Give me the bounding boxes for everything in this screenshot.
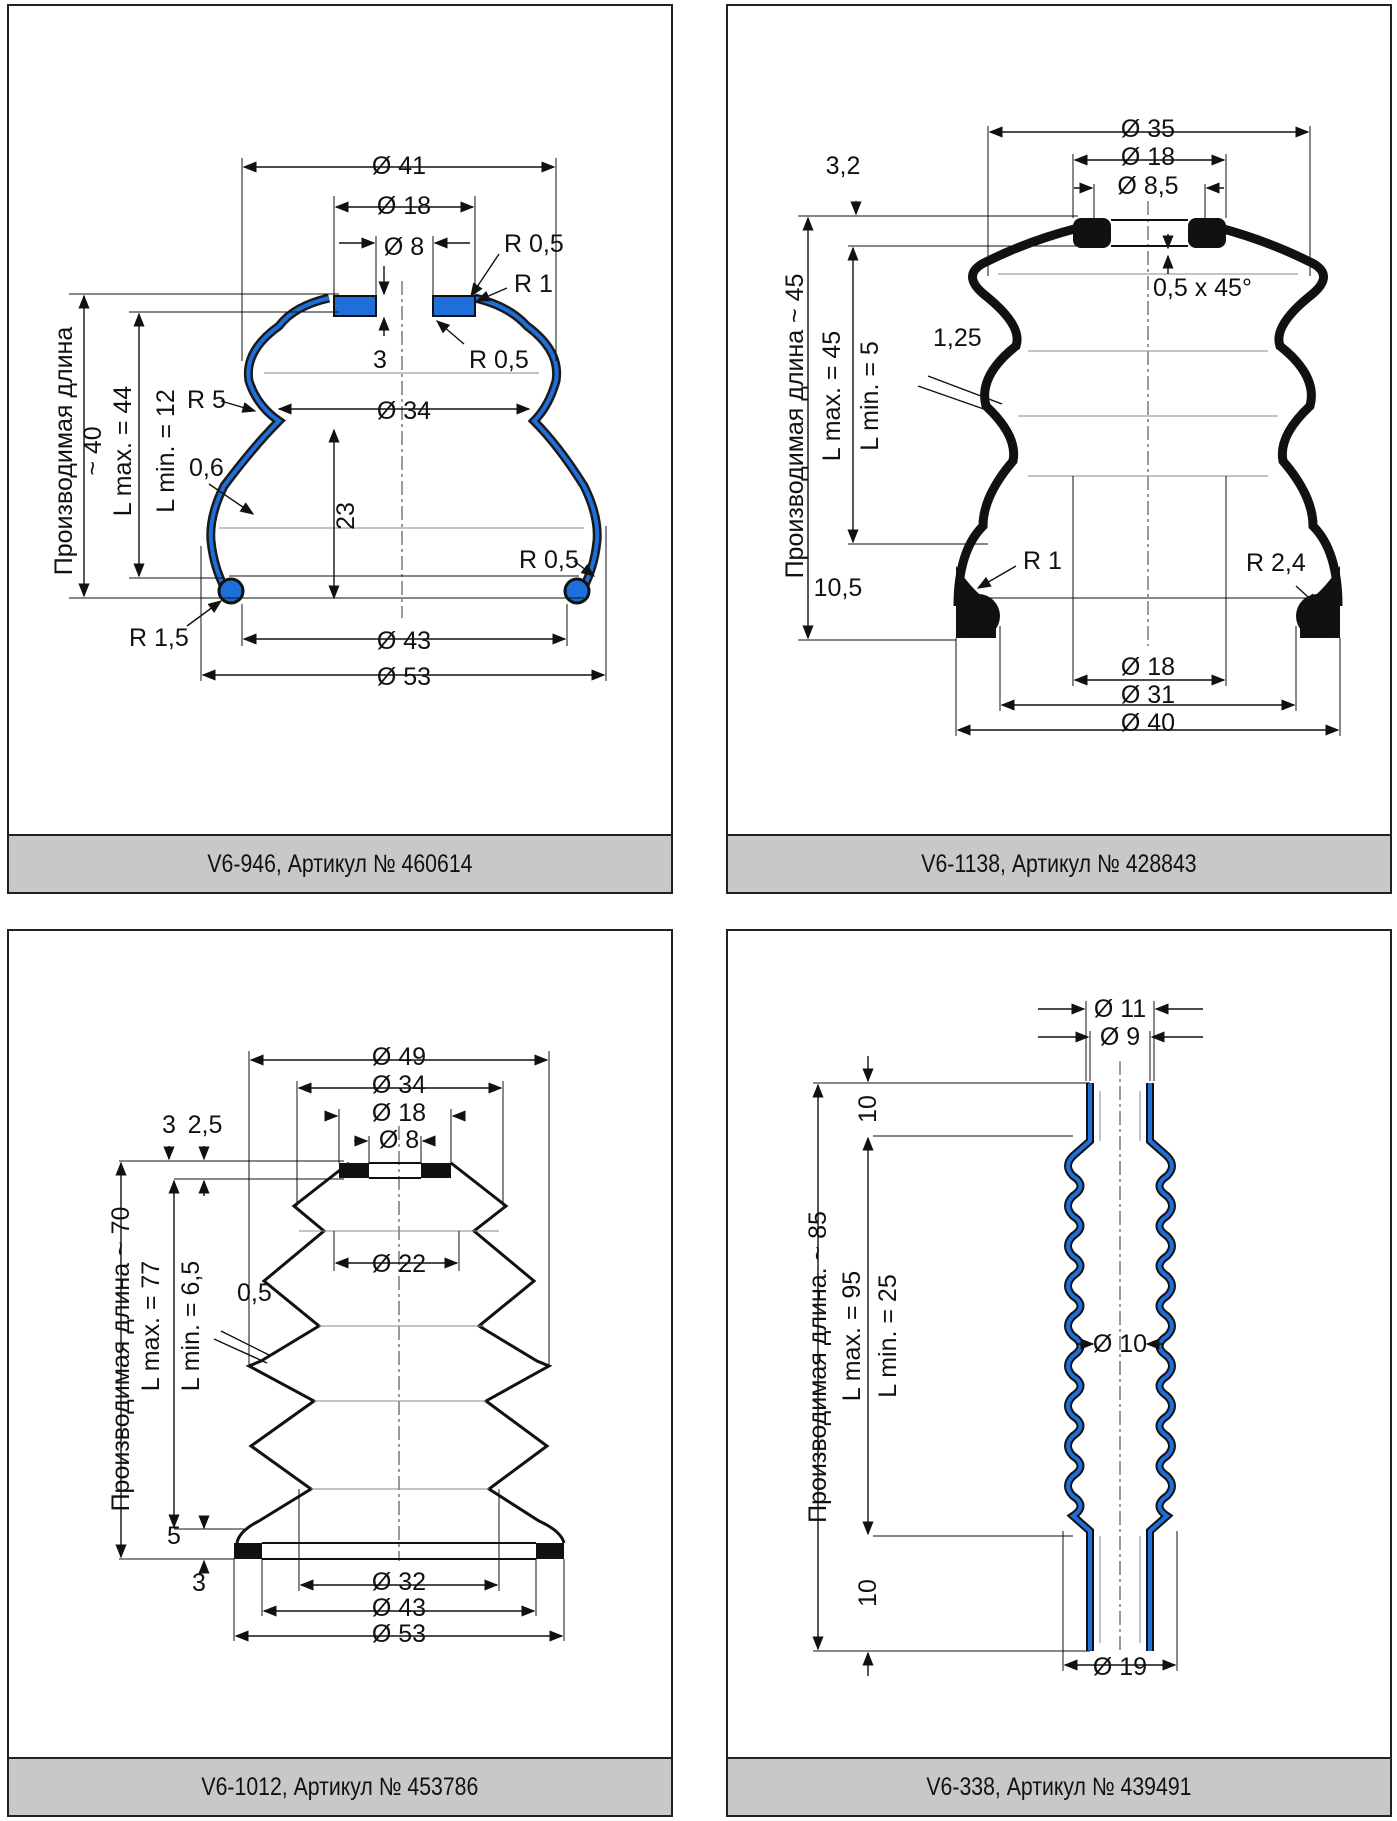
- dim-d19: Ø 19: [1093, 1653, 1147, 1681]
- dim-v10-bottom: 10: [854, 1579, 882, 1607]
- dim-d41: Ø 41: [372, 152, 426, 180]
- dim-r1: R 1: [514, 270, 553, 298]
- dim-d9: Ø 9: [1100, 1023, 1140, 1051]
- dim-b43: Ø 43: [372, 1594, 426, 1622]
- side-label: Производимая длина ~ 70: [107, 1207, 135, 1512]
- lmax-label: L max. = 95: [838, 1271, 866, 1401]
- caption-bar: V6-1012, Артикул № 453786: [9, 1757, 671, 1815]
- dim-r05-top: R 0,5: [504, 230, 564, 258]
- dim-b53: Ø 53: [372, 1620, 426, 1648]
- dim-t06: 0,6: [189, 454, 224, 482]
- drawing-v6-946: Ø 41 Ø 18 Ø 8 R 0,5 R 1 R 0,5 3 R 5 Ø 34…: [50, 152, 607, 691]
- dim-v10-top: 10: [854, 1095, 882, 1123]
- dim-v5: 5: [167, 1522, 181, 1550]
- caption-text: V6-338, Артикул № 439491: [926, 1772, 1192, 1801]
- dim-r24: R 2,4: [1246, 549, 1306, 577]
- dim-d18: Ø 18: [372, 1099, 426, 1127]
- side-label: Производимая длина. ~ 85: [804, 1211, 832, 1523]
- dim-d11: Ø 11: [1094, 995, 1146, 1023]
- dim-d49: Ø 49: [372, 1043, 426, 1071]
- drawing-panel-v6-1138: Ø 35 Ø 18 Ø 8,5 3,2 0,5 x 45° 1,25 R 1 R…: [726, 4, 1392, 894]
- side-label-1: Производимая длина: [50, 327, 78, 576]
- side-label: Производимая длина ~ 45: [781, 274, 809, 579]
- dim-t05: 0,5: [237, 1279, 272, 1307]
- drawing-panel-v6-1012: Ø 49 Ø 34 Ø 18 Ø 8 3 2,5 Ø 22 0,5 5 3 Ø …: [7, 929, 673, 1817]
- dim-d43: Ø 43: [377, 627, 431, 655]
- dim-chamfer: 0,5 x 45°: [1153, 274, 1252, 302]
- dim-d10: Ø 10: [1093, 1330, 1147, 1358]
- caption-text: V6-1012, Артикул № 453786: [201, 1772, 479, 1801]
- dim-r1: R 1: [1023, 547, 1062, 575]
- dim-r05-mid: R 0,5: [469, 346, 529, 374]
- dim-d53: Ø 53: [377, 663, 431, 691]
- dim-d22: Ø 22: [372, 1250, 426, 1278]
- lmax-label: L max. = 77: [137, 1261, 165, 1391]
- dim-d18: Ø 18: [1121, 143, 1175, 171]
- dim-d35: Ø 35: [1121, 115, 1175, 143]
- drawing-v6-1138: Ø 35 Ø 18 Ø 8,5 3,2 0,5 x 45° 1,25 R 1 R…: [781, 115, 1343, 737]
- lmax-label: L max. = 44: [109, 386, 137, 516]
- dim-b32: Ø 32: [372, 1568, 426, 1596]
- dim-d18: Ø 18: [377, 192, 431, 220]
- boot-profile: [235, 1161, 566, 1544]
- dim-d8: Ø 8: [379, 1126, 419, 1154]
- caption-bar: V6-1138, Артикул № 428843: [728, 834, 1390, 892]
- lmin-label: L min. = 25: [874, 1274, 902, 1397]
- side-label-2: ~ 40: [79, 426, 107, 475]
- dim-d85: Ø 8,5: [1117, 172, 1178, 200]
- dim-v25: 2,5: [188, 1111, 223, 1139]
- caption-text: V6-946, Артикул № 460614: [207, 849, 473, 878]
- dim-b31: Ø 31: [1121, 681, 1175, 709]
- dim-v3-top: 3: [162, 1111, 176, 1139]
- dim-v23: 23: [332, 502, 360, 530]
- dim-b18: Ø 18: [1121, 653, 1175, 681]
- dim-d34: Ø 34: [372, 1071, 426, 1099]
- dim-v32: 3,2: [826, 152, 861, 180]
- caption-text: V6-1138, Артикул № 428843: [921, 849, 1197, 878]
- caption-bar: V6-946, Артикул № 460614: [9, 834, 671, 892]
- dim-b40: Ø 40: [1121, 709, 1175, 737]
- tube-profile-left: [1064, 1083, 1094, 1651]
- dim-v105: 10,5: [814, 574, 863, 602]
- lmin-label: L min. = 5: [856, 341, 884, 451]
- lmin-label: L min. = 12: [152, 389, 180, 512]
- dim-t125: 1,25: [933, 324, 982, 352]
- lmin-label: L min. = 6,5: [177, 1261, 205, 1391]
- dim-d8: Ø 8: [384, 233, 424, 261]
- dim-v3-bottom: 3: [192, 1569, 206, 1597]
- drawing-v6-338: Ø 11 Ø 9 Ø 10 Ø 19 10 10 Производимая дл…: [804, 995, 1203, 1681]
- drawing-panel-v6-946: Ø 41 Ø 18 Ø 8 R 0,5 R 1 R 0,5 3 R 5 Ø 34…: [7, 4, 673, 894]
- drawing-panel-v6-338: Ø 11 Ø 9 Ø 10 Ø 19 10 10 Производимая дл…: [726, 929, 1392, 1817]
- dim-v3: 3: [373, 346, 387, 374]
- dim-r05-bottom: R 0,5: [519, 546, 579, 574]
- lmax-label: L max. = 45: [818, 331, 846, 461]
- tube-profile-right: [1146, 1083, 1176, 1651]
- caption-bar: V6-338, Артикул № 439491: [728, 1757, 1390, 1815]
- dim-d34: Ø 34: [377, 397, 431, 425]
- dim-r15: R 1,5: [129, 624, 189, 652]
- drawing-v6-1012: Ø 49 Ø 34 Ø 18 Ø 8 3 2,5 Ø 22 0,5 5 3 Ø …: [107, 1043, 566, 1648]
- dim-r5: R 5: [187, 386, 226, 414]
